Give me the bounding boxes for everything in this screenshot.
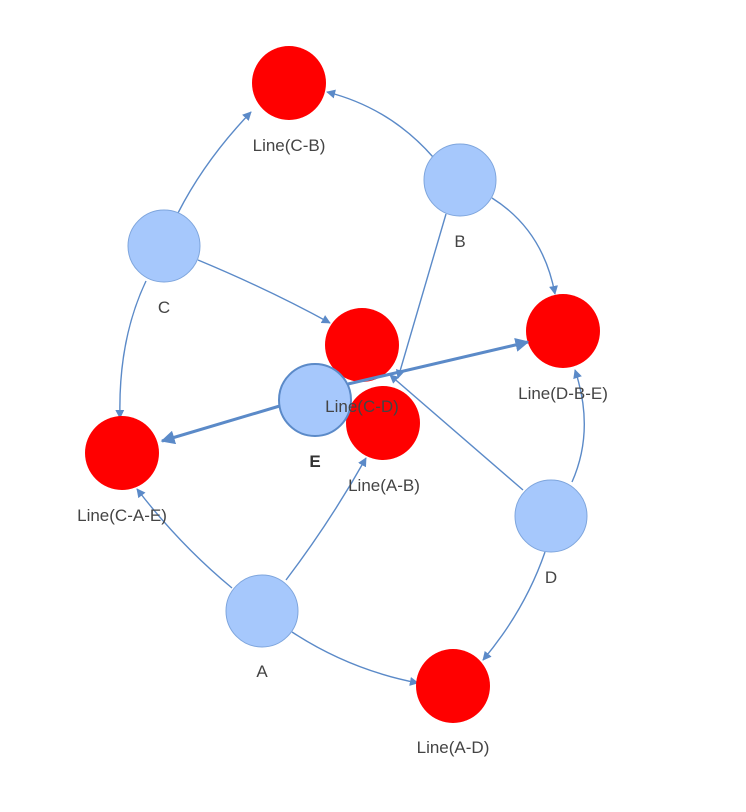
edge-a-to-line-ad [291, 631, 419, 686]
point-b-node[interactable] [423, 143, 497, 217]
point-e-label: E [309, 452, 320, 471]
point-a-node[interactable] [225, 574, 299, 648]
point-d-node[interactable] [514, 479, 588, 553]
edge-c-to-line-cd [197, 259, 331, 324]
edge-d-to-line-ad [482, 551, 546, 661]
point-nodes [127, 143, 588, 648]
point-e-group [160, 338, 530, 445]
point-c-node[interactable] [127, 209, 201, 283]
edge-c-to-line-cb [177, 111, 252, 214]
point-e-node[interactable] [278, 363, 352, 437]
line-nodes [85, 46, 600, 723]
line-cb-node[interactable] [252, 46, 326, 120]
edge-c-to-line-cae [115, 280, 147, 419]
line-ad-node[interactable] [416, 649, 490, 723]
edge-d-to-line-e [389, 374, 524, 491]
line-ad-label: Line(A-D) [417, 738, 490, 757]
edge-e-to-line-cae [160, 403, 284, 445]
line-cd-node[interactable] [325, 308, 399, 382]
line-ab-label: Line(A-B) [348, 476, 420, 495]
edge-e-to-line-dbe [347, 338, 530, 386]
line-ab-node[interactable] [346, 386, 420, 460]
point-c-label: C [158, 298, 170, 317]
edge-b-to-line-cb [326, 89, 434, 158]
line-dbe-label: Line(D-B-E) [518, 384, 608, 403]
labels: Line(C-B) B C Line(D-B-E) Line(C-D) E Li… [77, 136, 608, 757]
edge-a-to-line-cae [136, 488, 233, 589]
line-cae-node[interactable] [85, 416, 159, 490]
line-dbe-node[interactable] [526, 294, 600, 368]
edge-d-to-line-dbe [571, 369, 585, 483]
point-a-label: A [256, 662, 268, 681]
edge-b-to-line-de [395, 213, 447, 379]
point-d-label: D [545, 568, 557, 587]
point-b-label: B [454, 232, 465, 251]
line-cd-label: Line(C-D) [325, 397, 399, 416]
edge-b-to-line-dbe [491, 197, 558, 295]
line-cb-label: Line(C-B) [253, 136, 326, 155]
edge-a-to-line-ab [285, 457, 367, 581]
line-cae-label: Line(C-A-E) [77, 506, 167, 525]
edges [115, 89, 585, 686]
